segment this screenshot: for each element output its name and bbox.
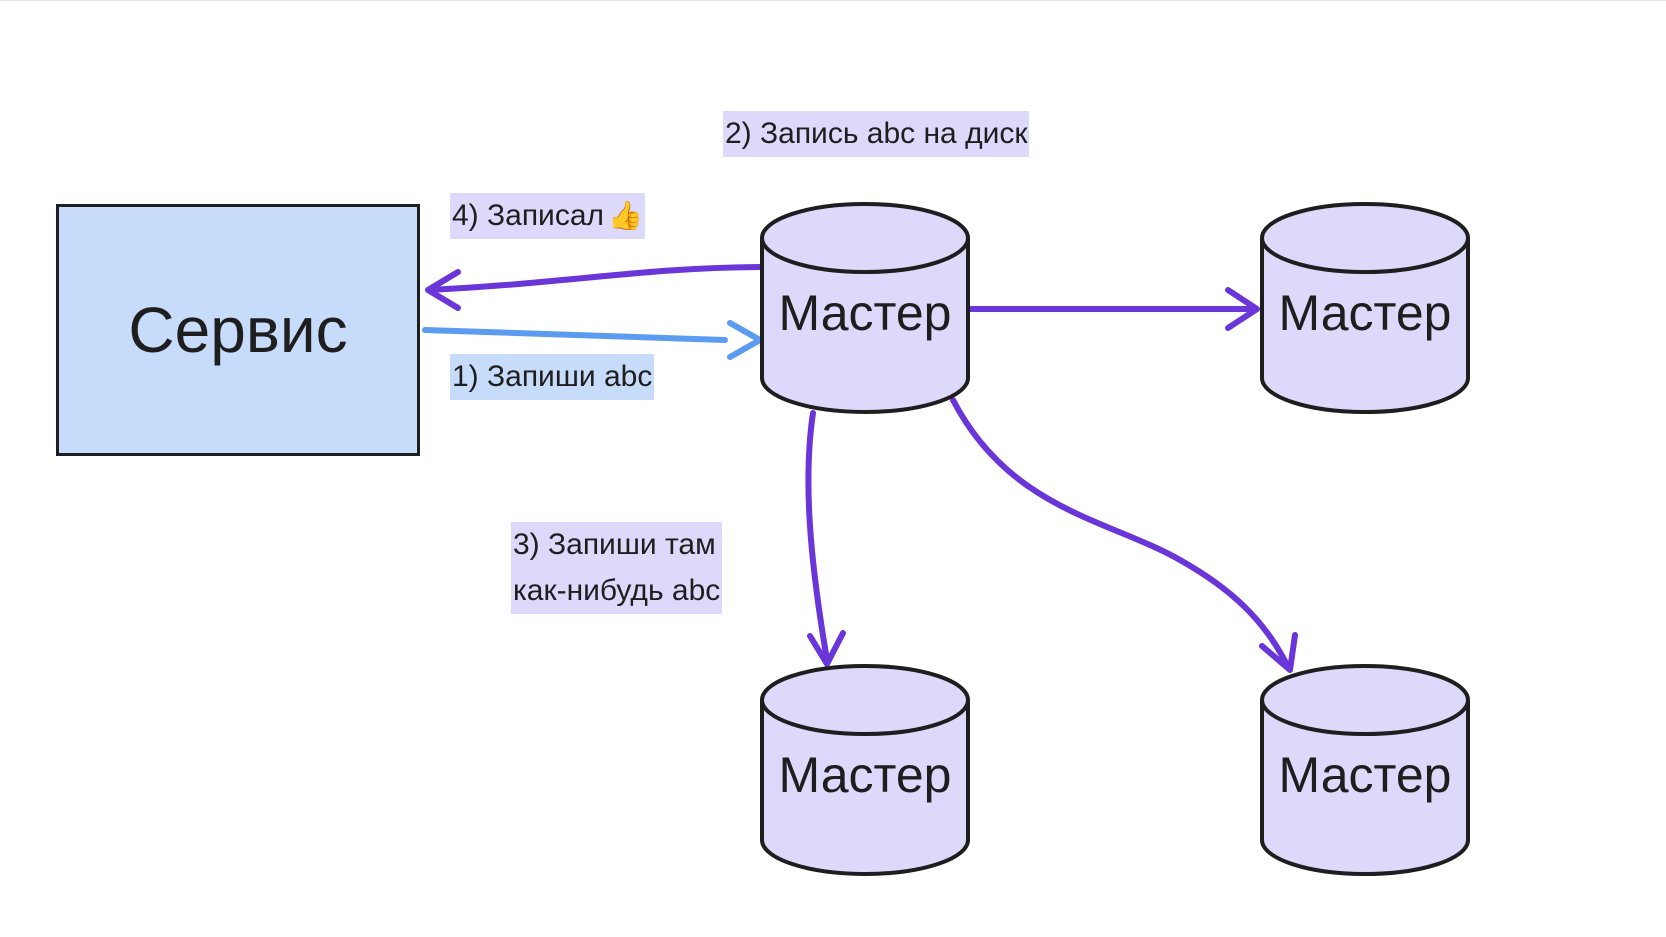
db-master-right[interactable]: Мастер bbox=[1260, 202, 1470, 414]
step4-text: 4) Записал bbox=[452, 199, 605, 232]
arrow-step4-head bbox=[425, 269, 461, 311]
step3-line2: как-нибудь abc bbox=[513, 574, 721, 607]
arrow-master-to-right-head bbox=[1225, 287, 1260, 331]
thumbs-up-icon: 👍 bbox=[608, 200, 643, 231]
step2-label: 2) Запись abc на диск bbox=[723, 111, 1030, 157]
step3-line1: 3) Запиши там bbox=[513, 528, 716, 561]
step1-label: 1) Запиши abc bbox=[450, 354, 655, 400]
db-master-main[interactable]: Мастер bbox=[760, 202, 970, 414]
db-master-bottom-right-label: Мастер bbox=[1279, 747, 1452, 803]
db-master-main-label: Мастер bbox=[779, 285, 952, 341]
db-master-bottom-left[interactable]: Мастер bbox=[760, 664, 970, 876]
arrow-master-to-bottom-left-head bbox=[807, 630, 846, 667]
arrow-master-to-bottom-right bbox=[950, 397, 1291, 670]
db-master-bottom-right[interactable]: Мастер bbox=[1260, 664, 1470, 876]
top-border bbox=[0, 0, 1666, 1]
step4-label: 4) Записал👍 bbox=[450, 193, 645, 239]
arrow-master-to-bottom-left bbox=[805, 410, 830, 663]
step3-label: 3) Запиши там как-нибудь abc bbox=[511, 522, 723, 614]
arrow-step1-service-to-master bbox=[422, 327, 728, 343]
db-master-bottom-left-label: Мастер bbox=[779, 747, 952, 803]
arrow-master-to-bottom-right-head bbox=[1259, 632, 1298, 673]
db-master-right-label: Мастер bbox=[1279, 285, 1452, 341]
arrow-step4-master-to-service bbox=[427, 264, 763, 293]
arrow-step1-head bbox=[727, 320, 763, 360]
service-node[interactable]: Сервис bbox=[56, 204, 420, 456]
service-label: Сервис bbox=[128, 294, 348, 366]
